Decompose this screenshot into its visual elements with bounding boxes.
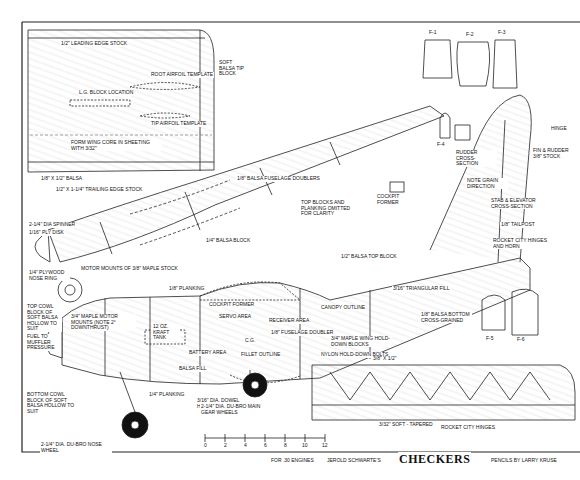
part-callout: 1/8" TAILPOST: [500, 222, 536, 228]
part-callout: 1/8" X 1/2" BALSA: [40, 176, 83, 182]
part-callout: 2-1/4" DIA. DU-BRO NOSE WHEEL: [40, 442, 112, 453]
part-callout: 1/2" BALSA TOP BLOCK: [340, 254, 398, 260]
part-callout: 1/2" X 1-1/4" TRAILING EDGE STOCK: [55, 187, 143, 193]
part-callout: F-5: [485, 336, 495, 342]
part-callout: TOP BLOCKS AND PLANKING OMITTED FOR CLAR…: [300, 200, 362, 217]
part-callout: FIN & RUDDER 3/8" STOCK: [532, 148, 572, 159]
part-callout: JEROLD SCHWARTE'S: [326, 458, 382, 464]
part-callout: 12 OZ. KRAFT TANK: [152, 324, 180, 341]
part-callout: F-2: [465, 32, 475, 38]
part-callout: 10: [301, 443, 309, 449]
part-callout: 1/4" PLYWOOD NOSE RING: [28, 270, 70, 281]
part-callout: HINGE: [550, 126, 568, 132]
part-callout: BALSA FILL: [178, 366, 207, 372]
part-callout: 1/8" BALSA BOTTOM CROSS-GRAINED: [420, 312, 472, 323]
part-callout: CANOPY OUTLINE: [320, 305, 366, 311]
part-callout: ROOT AIRFOIL TEMPLATE: [150, 72, 214, 78]
part-callout: PENCILS BY LARRY KRUSE: [490, 458, 558, 464]
part-callout: FOR .30 ENGINES: [270, 458, 315, 464]
plan-title: CHECKERS: [398, 452, 471, 467]
part-callout: 12: [321, 443, 329, 449]
part-callout: F-1: [428, 30, 438, 36]
part-callout: FUEL TO MUFFLER PRESSURE: [26, 334, 58, 351]
part-callout: COCKPIT FORMER: [376, 194, 416, 205]
part-callout: C.G.: [244, 338, 256, 344]
part-callout: 1/4" PLANKING: [148, 392, 185, 398]
part-callout: ROCKET CITY HINGES AND HORN: [492, 238, 554, 249]
part-callout: F-6: [516, 337, 526, 343]
part-callout: 1/2" LEADING EDGE STOCK: [60, 41, 128, 47]
part-callout: COCKPIT FORMER: [208, 302, 255, 308]
part-callout: MOTOR MOUNTS OF 3/8" MAPLE STOCK: [80, 266, 179, 272]
part-callout: RUDDER CROSS-SECTION: [455, 150, 497, 167]
part-callout: 1/16" PLY DISK: [28, 230, 65, 236]
part-callout: ROCKET CITY HINGES: [440, 425, 496, 431]
part-callout: BATTERY AREA: [188, 350, 227, 356]
part-callout: 3/16" TRIANGULAR FILL: [392, 286, 450, 292]
part-callout: NOTE GRAIN DIRECTION: [466, 178, 508, 189]
part-callout: F-4: [436, 142, 446, 148]
part-callout: L.G. BLOCK LOCATION: [78, 90, 134, 96]
part-callout: 1/4" BALSA BLOCK: [205, 238, 251, 244]
part-callout: 3/4" MAPLE WING HOLD-DOWN BLOCKS: [330, 336, 392, 347]
part-callout: RECEIVER AREA: [268, 318, 310, 324]
part-callout: 2-1/4" DIA. DU-BRO MAIN GEAR WHEELS: [200, 404, 262, 415]
part-callout: SOFT BALSA TIP BLOCK: [218, 60, 250, 77]
part-callout: 3/32" SOFT - TAPERED: [378, 422, 434, 428]
part-callout: FORM WING CORE IN SHEETING WITH 3/32": [70, 140, 162, 151]
part-callout: 0: [203, 443, 208, 449]
part-callout: TIP AIRFOIL TEMPLATE: [150, 121, 207, 127]
part-callout: 6: [263, 443, 268, 449]
part-callout: 1/8" PLANKING: [168, 286, 205, 292]
part-callout: F-3: [497, 30, 507, 36]
part-callout: 4: [243, 443, 248, 449]
part-callout: TOP COWL BLOCK OF SOFT BALSA HOLLOW TO S…: [26, 304, 62, 332]
part-callout: 1/8" BALSA FUSELAGE DOUBLERS: [236, 176, 321, 182]
part-callout: BOTTOM COWL BLOCK OF SOFT BALSA HOLLOW T…: [26, 392, 78, 414]
part-callout: 3/4" MAPLE MOTOR MOUNTS (NOTE 2° DOWNTHR…: [70, 314, 136, 331]
part-callout: 3/8" X 1/2": [372, 356, 398, 362]
part-callout: 2: [223, 443, 228, 449]
part-callout: STAB & ELEVATOR CROSS-SECTION: [490, 198, 547, 209]
part-callout: FILLET OUTLINE: [240, 352, 281, 358]
part-callout: 2-1/4" DIA SPINNER: [28, 222, 76, 228]
part-callout: 1/8" FUSELAGE DOUBLER: [270, 330, 334, 336]
part-callout: 8: [283, 443, 288, 449]
part-callout: SERVO AREA: [218, 314, 252, 320]
